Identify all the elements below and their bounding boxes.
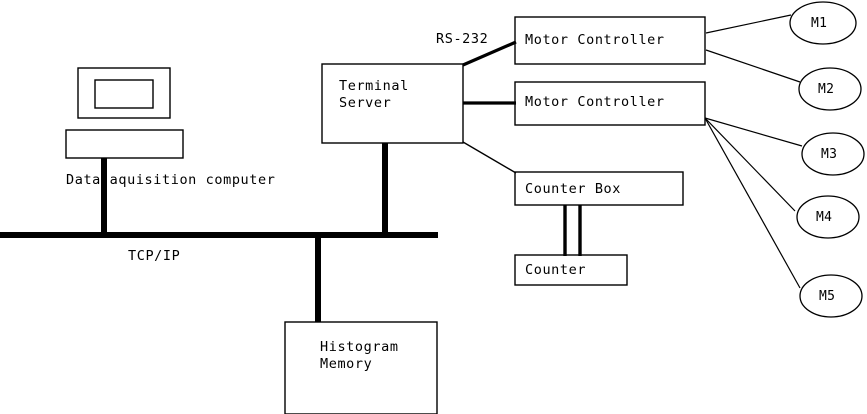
- motor-m5-ellipse: [799, 274, 863, 318]
- link-motor-controller-2-to-m5: [704, 117, 801, 289]
- histogram-memory-box: [284, 321, 438, 414]
- motor-m3-ellipse: [801, 132, 865, 176]
- link-motor-controller-1-to-m1: [705, 14, 792, 34]
- computer-base-chassis: [65, 129, 184, 159]
- link-motor-controller-2-to-m4: [704, 117, 796, 212]
- link-terminal-server-to-counter-box: [462, 141, 517, 174]
- counter-box: [514, 254, 628, 286]
- counter-box-box: [514, 171, 684, 206]
- tcpip-bus-label: TCP/IP: [128, 248, 181, 264]
- rs232-link-label: RS-232: [436, 31, 489, 47]
- link-motor-controller-1-to-m2: [705, 49, 801, 83]
- data-acquisition-computer-label: Data aquisition computer: [66, 172, 276, 188]
- motor-controller-2-box: [514, 81, 706, 126]
- terminal-server-box: [321, 63, 464, 144]
- motor-m4-ellipse: [796, 195, 860, 239]
- monitor-screen: [94, 79, 154, 109]
- motor-m2-ellipse: [798, 67, 862, 111]
- motor-m1-ellipse: [789, 1, 857, 45]
- link-motor-controller-2-to-m3: [704, 117, 803, 147]
- motor-controller-1-box: [514, 16, 706, 65]
- link-terminal-server-to-motor-controller-1: [462, 40, 517, 67]
